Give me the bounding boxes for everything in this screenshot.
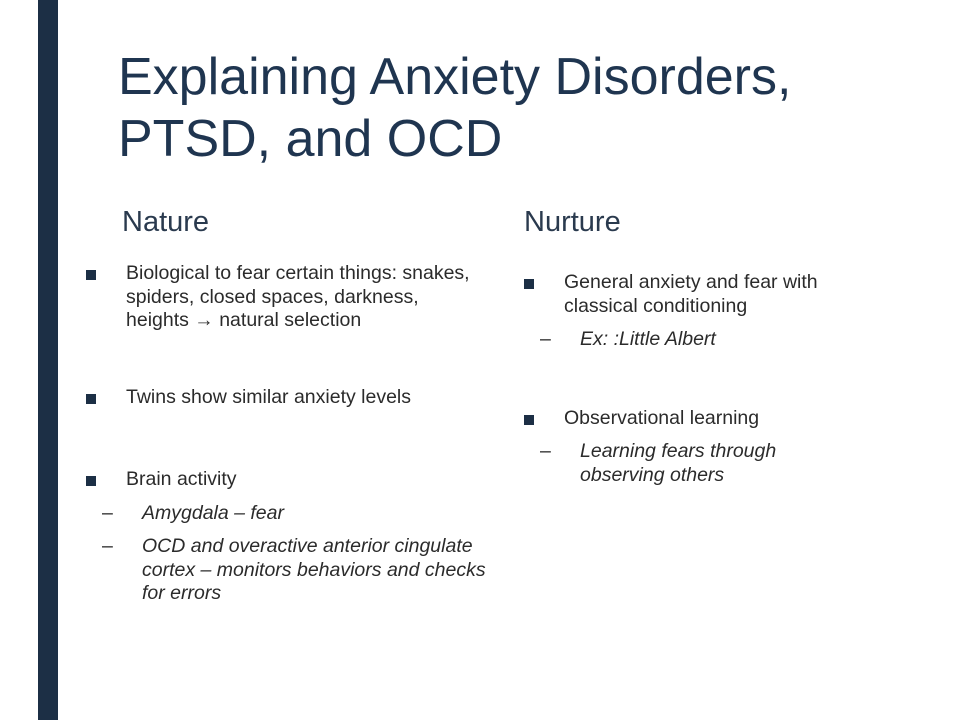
bullet-square-icon bbox=[86, 270, 96, 280]
accent-bar bbox=[38, 0, 58, 720]
list-item: – Amygdala – fear bbox=[86, 502, 486, 526]
dash-marker: – bbox=[102, 535, 113, 557]
nurture-list: General anxiety and fear with classical … bbox=[524, 271, 854, 487]
dash-marker: – bbox=[540, 328, 551, 350]
nurture-heading: Nurture bbox=[524, 206, 621, 238]
dash-marker: – bbox=[102, 501, 113, 524]
list-item: Brain activity – Amygdala – fear – OCD a… bbox=[86, 468, 486, 606]
nurture-sublist-2: – Learning fears through observing other… bbox=[524, 440, 854, 487]
list-item: – OCD and overactive anterior cingulate … bbox=[86, 535, 486, 606]
nature-bullet-2: Twins show similar anxiety levels bbox=[126, 385, 412, 408]
nature-sublist: – Amygdala – fear – OCD and overactive a… bbox=[86, 502, 486, 606]
nurture-sub-2: Learning fears through observing others bbox=[580, 440, 777, 486]
bullet-square-icon bbox=[86, 393, 96, 404]
list-item: Biological to fear certain things: snake… bbox=[86, 262, 486, 333]
nurture-bullet-2: Observational learning bbox=[564, 406, 760, 429]
list-item: Observational learning – Learning fears … bbox=[524, 407, 854, 488]
nature-sub-2: OCD and overactive anterior cingulate co… bbox=[142, 535, 486, 604]
list-item: Twins show similar anxiety levels bbox=[86, 386, 486, 410]
list-item: General anxiety and fear with classical … bbox=[524, 271, 854, 352]
dash-marker: – bbox=[540, 440, 551, 462]
list-item: – Learning fears through observing other… bbox=[524, 440, 854, 487]
bullet-square-icon bbox=[86, 476, 96, 486]
nature-bullet-1: Biological to fear certain things: snake… bbox=[126, 262, 470, 331]
nurture-sub-1: Ex: :Little Albert bbox=[580, 328, 716, 350]
nature-bullet-3: Brain activity bbox=[126, 468, 237, 490]
list-item: – Ex: :Little Albert bbox=[524, 328, 854, 352]
nature-sub-1: Amygdala – fear bbox=[142, 501, 284, 524]
slide-title: Explaining Anxiety Disorders, PTSD, and … bbox=[118, 48, 792, 168]
bullet-square-icon bbox=[524, 414, 534, 425]
nature-list: Biological to fear certain things: snake… bbox=[86, 262, 486, 606]
nature-heading: Nature bbox=[122, 206, 210, 238]
bullet-square-icon bbox=[524, 279, 534, 289]
nurture-bullet-1: General anxiety and fear with classical … bbox=[564, 271, 818, 317]
nurture-sublist-1: – Ex: :Little Albert bbox=[524, 328, 854, 352]
